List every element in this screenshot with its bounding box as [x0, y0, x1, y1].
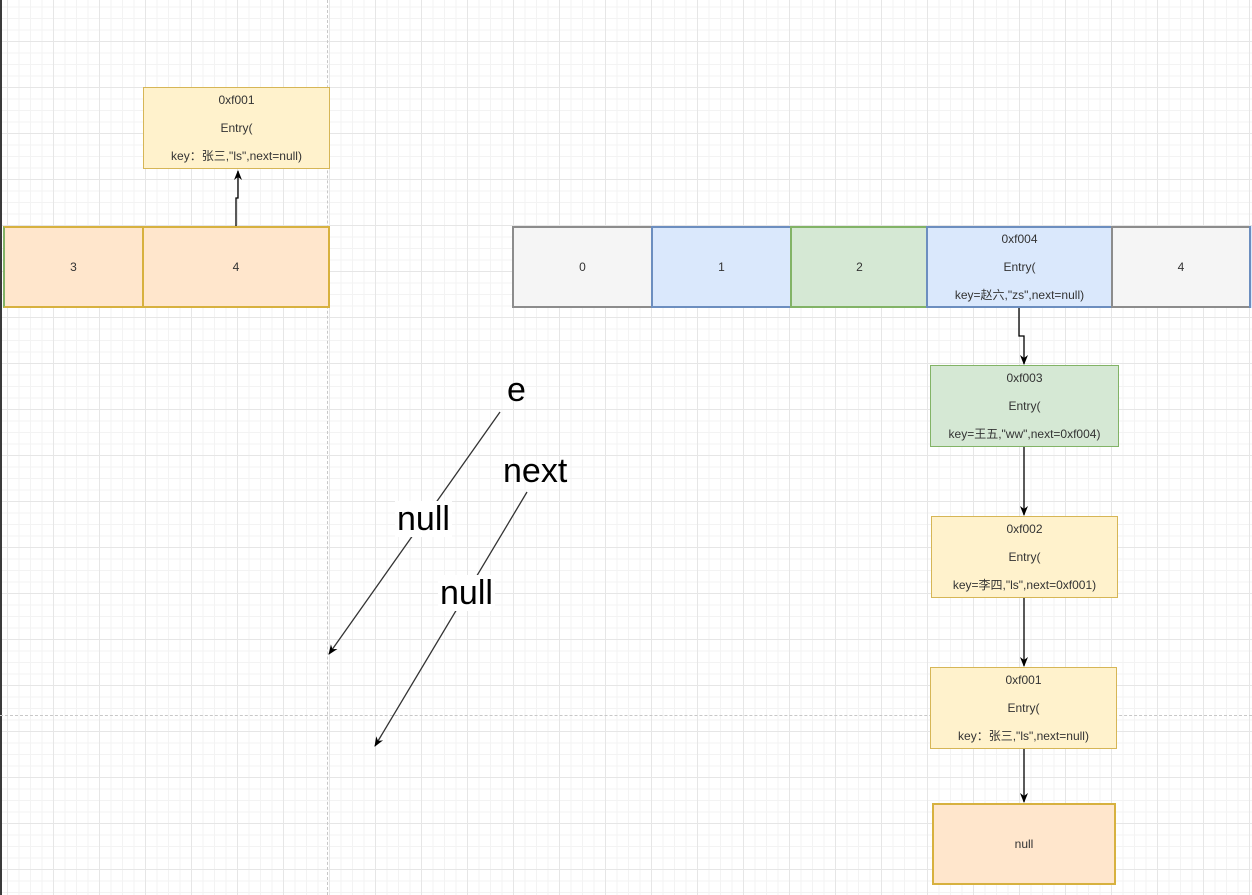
cell-index: 4	[232, 260, 240, 274]
entry-type: Entry(	[1008, 550, 1041, 564]
entry-content: key：张三,"ls",next=null)	[171, 149, 302, 163]
horizontal-guide-line	[0, 715, 1252, 716]
entry-type: Entry(	[220, 121, 253, 135]
entry-type: Entry(	[1003, 260, 1036, 274]
cell-index: 0	[579, 260, 586, 274]
edge-0xf004-to-0xf003	[1018, 308, 1028, 365]
entry-node-0xf001[interactable]: 0xf001 Entry( key：张三,"ls",next=null)	[930, 667, 1117, 749]
null-value: null	[1014, 837, 1034, 851]
entry-content: key：张三,"ls",next=null)	[958, 729, 1089, 743]
entry-address: 0xf003	[1006, 371, 1043, 385]
label-next-null: null	[438, 574, 495, 612]
array-cell-3-left[interactable]: 3	[3, 226, 144, 308]
array-cell-1[interactable]: 1	[651, 226, 792, 308]
entry-address: 0xf002	[1006, 522, 1043, 536]
array-cell-3-entry-0xf004[interactable]: 0xf004 Entry( key=赵六,"zs",next=null)	[926, 226, 1113, 308]
entry-address: 0xf004	[1001, 232, 1038, 246]
entry-address: 0xf001	[1005, 673, 1042, 687]
canvas-left-border	[0, 0, 2, 895]
entry-content: key=李四,"ls",next=0xf001)	[952, 578, 1097, 592]
array-cell-4[interactable]: 4	[1111, 226, 1251, 308]
entry-content: key=王五,"ww",next=0xf004)	[948, 427, 1101, 441]
vertical-guide-line	[327, 0, 328, 895]
cell-index: 3	[70, 260, 77, 274]
null-node[interactable]: null	[932, 803, 1116, 885]
cell-index: 1	[718, 260, 725, 274]
array-cell-0[interactable]: 0	[512, 226, 653, 308]
entry-node-0xf003[interactable]: 0xf003 Entry( key=王五,"ww",next=0xf004)	[930, 365, 1119, 447]
entry-node-0xf001-top[interactable]: 0xf001 Entry( key：张三,"ls",next=null)	[143, 87, 330, 169]
entry-address: 0xf001	[218, 93, 255, 107]
label-next: next	[503, 452, 568, 490]
entry-type: Entry(	[1008, 399, 1041, 413]
entry-node-0xf002[interactable]: 0xf002 Entry( key=李四,"ls",next=0xf001)	[931, 516, 1118, 598]
entry-type: Entry(	[1007, 701, 1040, 715]
label-e: e	[507, 371, 526, 409]
array-cell-5-partial	[1249, 226, 1252, 308]
array-cell-4-left[interactable]: 4	[142, 226, 330, 308]
edge-cell4-to-top-entry	[234, 170, 242, 226]
label-e-null: null	[395, 500, 452, 538]
entry-content: key=赵六,"zs",next=null)	[954, 288, 1085, 302]
cell-index: 4	[1177, 260, 1185, 274]
cell-index: 2	[856, 260, 863, 274]
array-cell-2[interactable]: 2	[790, 226, 929, 308]
